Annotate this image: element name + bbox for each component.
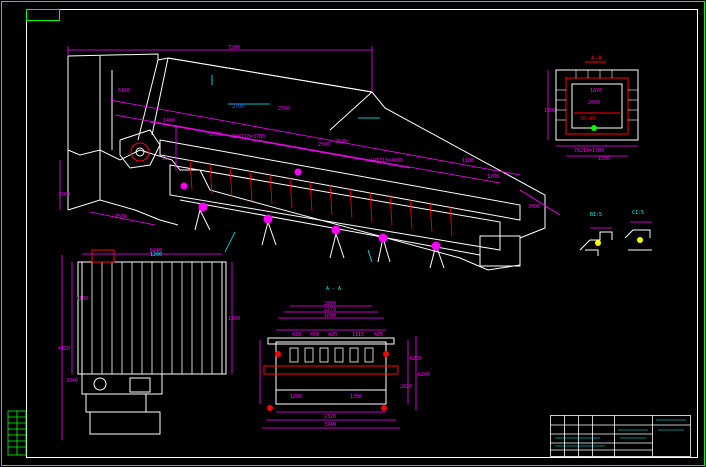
front-d13: 2320 bbox=[324, 414, 336, 420]
title-block bbox=[550, 415, 691, 457]
sec-d1: 1500 bbox=[598, 156, 610, 162]
front-d9: 1115 bbox=[352, 332, 364, 338]
side-notes bbox=[211, 75, 380, 263]
front-d4: 6235 bbox=[410, 356, 422, 362]
front-d12: 1350 bbox=[350, 394, 362, 400]
pan-ribs bbox=[189, 159, 453, 237]
section-aa-title: A-A bbox=[591, 55, 602, 62]
front-rollers bbox=[289, 347, 374, 363]
dim-d12: 1200 bbox=[487, 174, 499, 180]
front-d3: 1690 bbox=[324, 313, 336, 319]
detail-b-label: B1:5 bbox=[590, 212, 602, 218]
detail-c-label: C1:5 bbox=[632, 210, 644, 216]
dim-pitch2: 19X210=4000 bbox=[370, 158, 403, 164]
dim-angle: 15 bbox=[162, 156, 168, 162]
sec-d5: 2000 bbox=[588, 100, 600, 106]
dim-d4: 2000 bbox=[210, 132, 222, 138]
sec-d2: 1500 bbox=[544, 108, 556, 114]
sec-d3: 7X210=1500 bbox=[574, 148, 604, 154]
front-d1: 2800 bbox=[324, 301, 336, 307]
revision-strip bbox=[7, 410, 27, 456]
dim-d10: 2500 bbox=[278, 106, 290, 112]
front-d11: 1200 bbox=[290, 394, 302, 400]
front-d2: 2270 bbox=[324, 307, 336, 313]
dim-d8: 3000 bbox=[58, 192, 70, 198]
dim-d6: 2500 bbox=[335, 139, 347, 145]
dim-d11: 3000 bbox=[528, 204, 540, 210]
front-view-title: A - A bbox=[326, 286, 341, 292]
dim-d2: 5160 bbox=[118, 88, 130, 94]
supports bbox=[194, 208, 521, 269]
plan-slats bbox=[91, 262, 213, 374]
plan-drive bbox=[81, 373, 163, 435]
dim-d9: 1500 bbox=[115, 214, 127, 220]
inner-frame bbox=[26, 9, 698, 458]
front-dim-lines bbox=[259, 305, 417, 429]
front-d6: 420 bbox=[292, 332, 301, 338]
side-view: 7200 5160 1400 2000 18X210=3780 2500 250… bbox=[58, 45, 561, 271]
plan-d4: 6240 bbox=[150, 248, 162, 254]
front-d16: 3240 bbox=[324, 422, 336, 428]
front-d19: 6240 bbox=[418, 372, 430, 378]
front-d7: 450 bbox=[310, 332, 319, 338]
dim-overall: 7200 bbox=[228, 45, 240, 51]
dim-pitch1: 18X210=3780 bbox=[232, 134, 265, 140]
plan-d1: 1200 bbox=[76, 296, 88, 302]
dim-d3: 1400 bbox=[163, 118, 175, 124]
detail-views: B1:5 C1:5 bbox=[579, 210, 652, 256]
side-dimension-lines bbox=[59, 46, 561, 226]
idler-marks bbox=[180, 168, 441, 251]
plan-d5: 1200 bbox=[228, 316, 240, 322]
trough-body bbox=[119, 129, 521, 256]
plan-note: 1200 bbox=[150, 252, 162, 258]
plan-view: 1200 4120 3340 6240 1200 1200 bbox=[58, 248, 240, 440]
drive-wheel bbox=[130, 142, 150, 162]
front-d8: 420 bbox=[328, 332, 337, 338]
front-d10: 425 bbox=[374, 332, 383, 338]
front-view: A - A 2800 2270 1690 bbox=[259, 286, 430, 429]
corner-box bbox=[26, 9, 60, 21]
blue-note: 2700 bbox=[232, 104, 244, 110]
dim-d7: 1100 bbox=[462, 158, 474, 164]
sec-d6: 30~40 bbox=[580, 116, 595, 122]
sec-d4: 1876 bbox=[590, 88, 602, 94]
section-aa: A-A 1876 2000 30~40 7X210=1500 1500 1500 bbox=[544, 55, 639, 162]
dim-d5: 2500 bbox=[318, 142, 330, 148]
front-d5: 2830 bbox=[400, 384, 412, 390]
side-dim-texts: 7200 5160 1400 2000 18X210=3780 2500 250… bbox=[58, 45, 540, 220]
plan-d2: 4120 bbox=[58, 346, 70, 352]
plan-d3: 3340 bbox=[66, 378, 78, 384]
